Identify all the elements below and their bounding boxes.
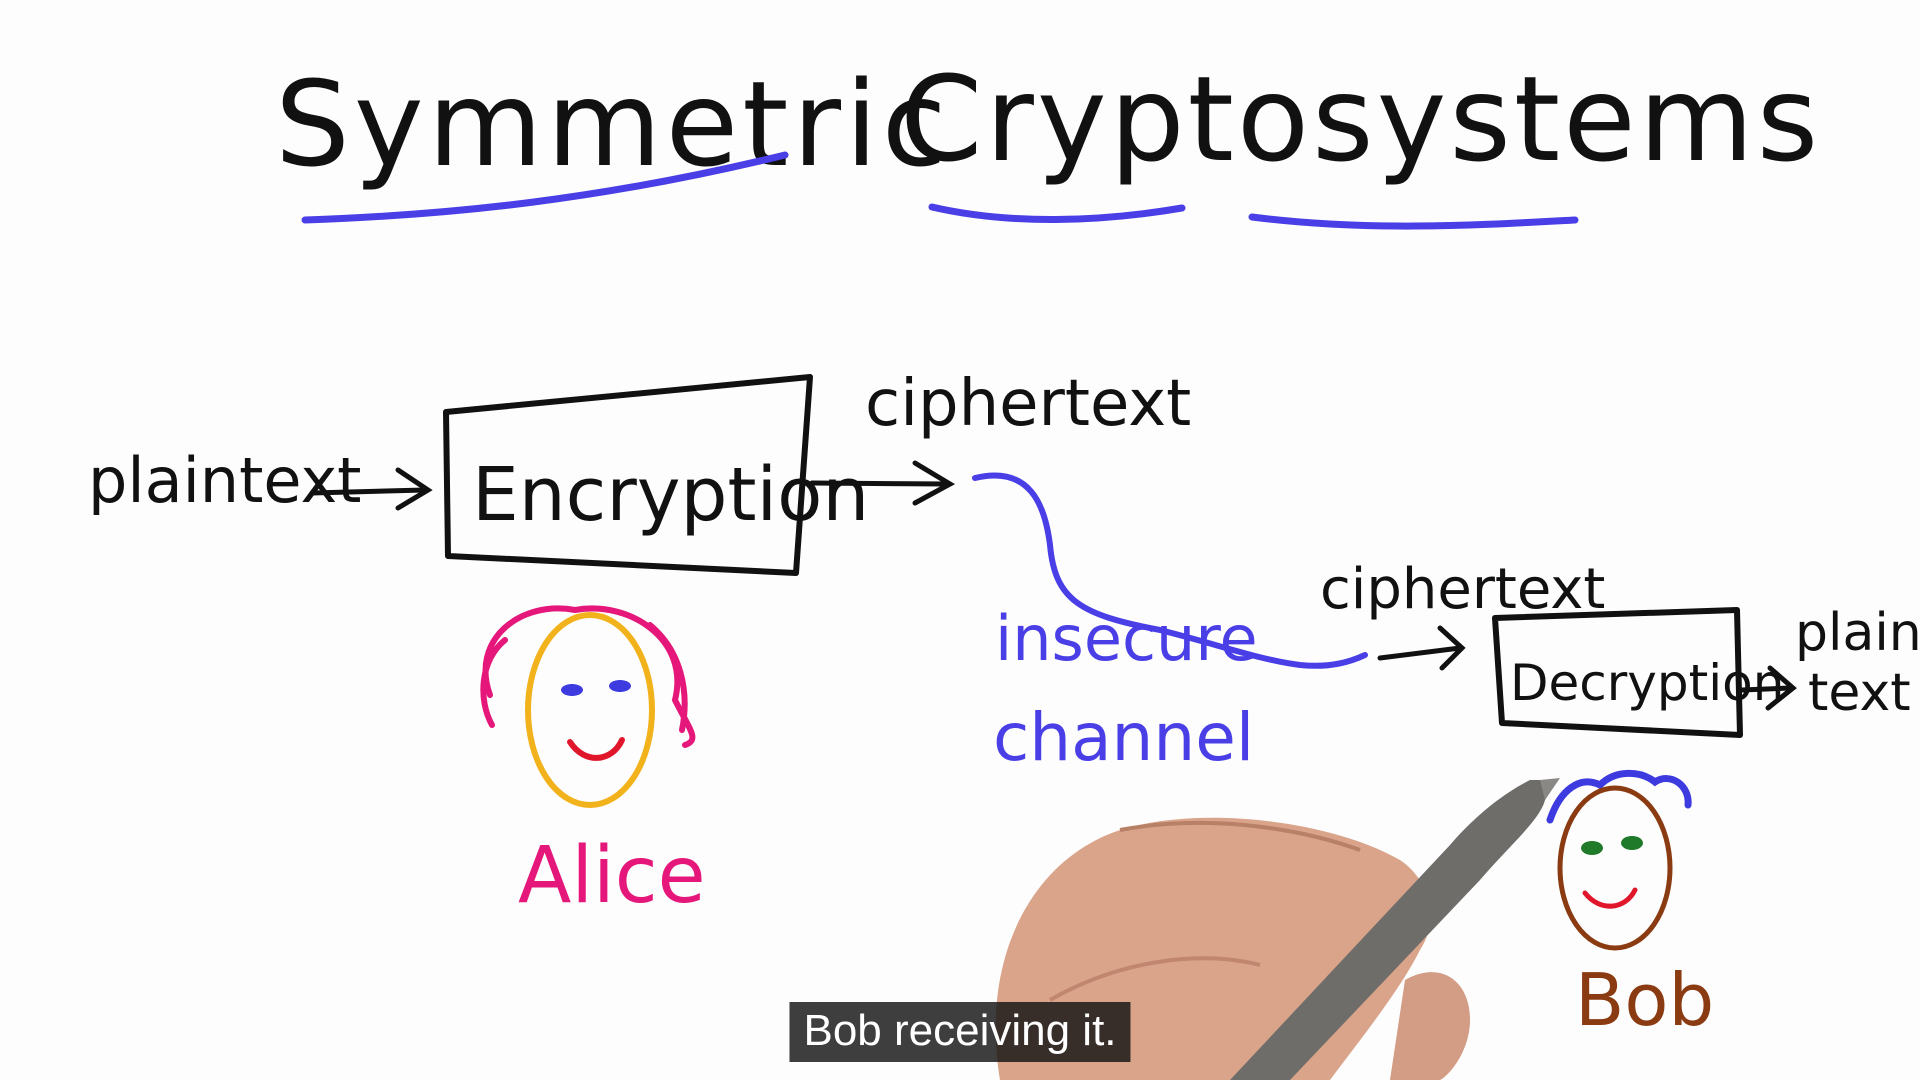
arrow-encryption-to-channel: [809, 460, 956, 506]
encryption-label: Encryption: [472, 452, 869, 538]
bob-face-icon: [1546, 769, 1692, 951]
underline-systems: [1248, 213, 1579, 230]
ciphertext-right-label: ciphertext: [1320, 557, 1605, 622]
insecure-channel-line: [972, 472, 1368, 669]
arrow-decryption-to-plaintext: [1739, 665, 1797, 711]
encryption-box: [443, 374, 813, 576]
alice-label: Alice: [518, 831, 706, 921]
plaintext-output-line2: text: [1808, 663, 1911, 723]
arrow-channel-to-decryption: [1377, 625, 1466, 671]
plaintext-output-line1: plain: [1795, 603, 1920, 663]
bob-label: Bob: [1575, 958, 1714, 1042]
ciphertext-top-label: ciphertext: [865, 367, 1191, 441]
underline-crypto: [928, 203, 1186, 223]
title-cryptosystems: Cryptosystems: [900, 50, 1821, 188]
video-caption: Bob receiving it.: [789, 1002, 1131, 1062]
channel-label-line2: channel: [993, 699, 1254, 776]
plaintext-input-label: plaintext: [88, 444, 361, 517]
decryption-box: [1492, 607, 1743, 738]
underline-symmetric: [301, 151, 789, 224]
decryption-label: Decryption: [1510, 654, 1784, 712]
title-symmetric: Symmetric: [275, 55, 951, 193]
arrow-plaintext-to-encryption: [309, 467, 433, 511]
alice-face-icon: [480, 605, 696, 808]
channel-label-line1: insecure: [995, 602, 1258, 675]
